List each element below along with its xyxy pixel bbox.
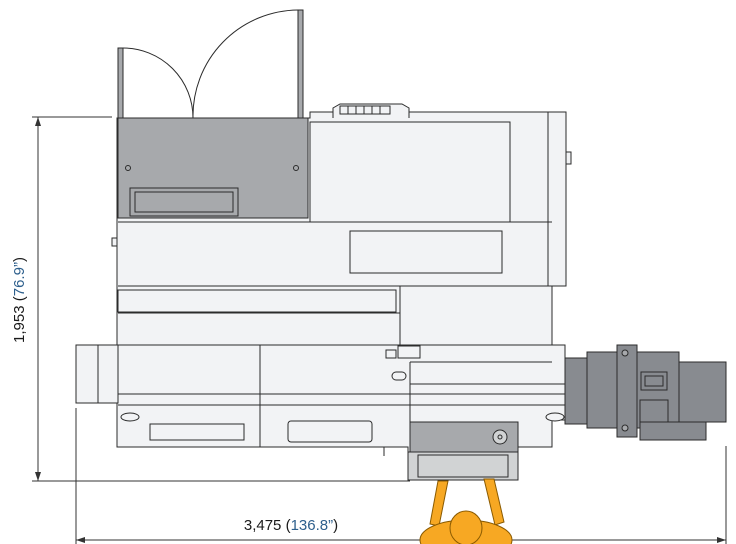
height-metric: 1,953 (11, 305, 28, 343)
left-intake-flange (97, 344, 119, 404)
door-right-leaf (297, 9, 304, 119)
door-left-swing (122, 47, 194, 119)
module-base (639, 421, 707, 441)
foot-left (120, 412, 140, 422)
door-right-swing (192, 9, 299, 119)
dimension-arrows (35, 117, 726, 543)
operator-figure (419, 478, 513, 544)
arrow-down (35, 472, 41, 481)
height-imperial: 76.9” (11, 262, 28, 296)
operator-right-arm (483, 478, 505, 526)
sensor-box (385, 349, 397, 359)
side-module (564, 344, 727, 441)
width-metric: 3,475 (244, 517, 282, 534)
panel-screw (125, 165, 131, 171)
module-fitting-inner (644, 375, 664, 387)
module-bracket (616, 344, 638, 438)
machine-body (75, 103, 572, 481)
drawer-knob (492, 429, 508, 445)
door-left-leaf (117, 47, 124, 119)
top-handle-grip (339, 105, 391, 115)
width-imperial: 136.8” (291, 517, 334, 534)
operator-platform-inner (417, 454, 509, 478)
rail (117, 289, 397, 313)
panel-screw (293, 165, 299, 171)
module-bolt (621, 349, 629, 357)
panel-opening-inner (134, 191, 234, 213)
sensor-frame (397, 345, 421, 359)
module-cap (678, 361, 727, 423)
lower-slot (149, 423, 245, 441)
operator-head (449, 510, 483, 544)
label-plate (349, 230, 503, 274)
upper-cover (309, 121, 511, 223)
height-dimension-label: 1,953 (76.9”) (11, 257, 28, 343)
arrow-right (717, 537, 726, 543)
width-dimension-label: 3,475 (136.8”) (244, 517, 338, 534)
left-latch (111, 237, 118, 247)
module-valve (639, 399, 669, 423)
operator-left-arm (429, 480, 449, 527)
side-latch (565, 151, 572, 165)
module-bolt (621, 424, 629, 432)
indicator (391, 371, 407, 381)
arrow-up (35, 117, 41, 126)
arrow-left (76, 537, 85, 543)
lower-handle (287, 420, 373, 443)
foot-right (545, 412, 565, 422)
drawer-knob-center (497, 434, 503, 440)
access-doors (117, 9, 304, 119)
dimension-lines (32, 116, 727, 544)
module-neck (564, 357, 588, 425)
